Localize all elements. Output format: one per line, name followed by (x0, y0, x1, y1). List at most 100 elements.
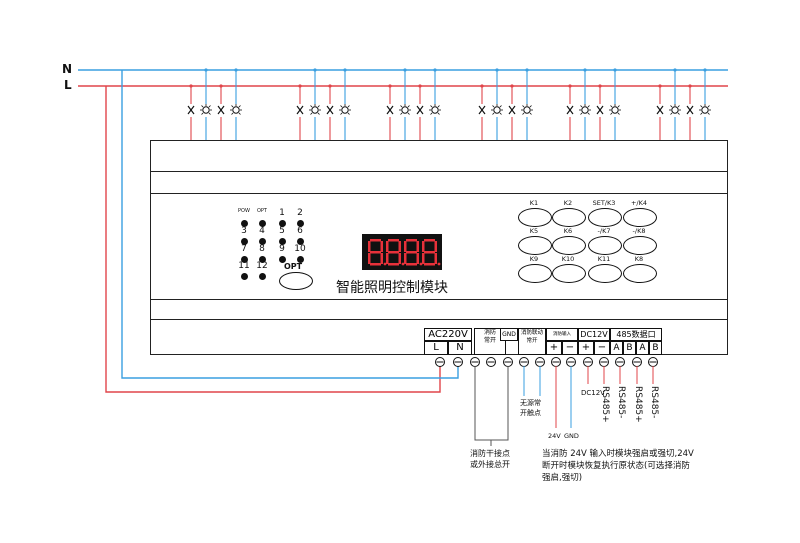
status-led-icon (297, 256, 304, 263)
keypad-key-button[interactable] (588, 264, 622, 283)
terminal-screw (453, 357, 463, 367)
segment-display (362, 234, 442, 270)
bus-junction (403, 68, 407, 72)
bus-junction (583, 68, 587, 72)
key-label: SET/K3 (592, 199, 616, 207)
status-led-icon (259, 273, 266, 280)
keypad-key-button[interactable] (623, 264, 657, 283)
status-led-icon (241, 273, 248, 280)
terminal-screw (470, 357, 480, 367)
led-label: 10 (294, 244, 306, 254)
keypad-key-button[interactable] (588, 236, 622, 255)
rs485-plus-label-2: RS485+ (633, 386, 643, 423)
bus-junction (688, 84, 692, 88)
status-led-icon (259, 256, 266, 263)
keypad-key-button[interactable] (552, 208, 586, 227)
dry-contact-note: 消防干接点 或外接总开 (470, 449, 510, 469)
bus-junction (568, 84, 572, 88)
terminal-screw (648, 357, 658, 367)
key-label: K1 (529, 199, 539, 207)
lamp-icon (309, 104, 321, 115)
keypad-key-button[interactable] (518, 208, 552, 227)
status-led-icon (259, 220, 266, 227)
keypad-key-button[interactable] (518, 236, 552, 255)
terminal-screw (632, 357, 642, 367)
terminal-screw (583, 357, 593, 367)
bus-junction (219, 84, 223, 88)
dc12v-header: DC12V (578, 328, 610, 341)
rs485-plus-label-1: RS485+ (600, 386, 610, 423)
ac-l-cell: L (424, 341, 448, 355)
status-led-icon (279, 220, 286, 227)
l-feed-wire (105, 86, 441, 393)
rs485-a1-cell: A (610, 341, 623, 355)
bus-junction (234, 68, 238, 72)
module-divider-top (151, 171, 727, 172)
dry-contact-wire (474, 366, 509, 441)
module-divider-upper (151, 193, 727, 194)
lamp-icon (200, 104, 212, 115)
lamp-icon (579, 104, 591, 115)
bus-junction (313, 68, 317, 72)
ac-n-cell: N (448, 341, 472, 355)
opt-button[interactable] (279, 272, 313, 290)
lamp-icon (669, 104, 681, 115)
rs485-b1-cell: B (623, 341, 636, 355)
key-label: +/K4 (630, 199, 648, 207)
led-label: 6 (297, 226, 303, 236)
l-bus-label: L (64, 78, 72, 92)
segment-digits (368, 239, 441, 266)
dc12v-label: DC12V (581, 389, 605, 397)
opt-button-label: OPT (284, 262, 303, 271)
keypad-key-button[interactable] (552, 264, 586, 283)
switch-icon (478, 105, 486, 115)
keypad-key-button[interactable] (623, 236, 657, 255)
rs485-b2-cell: B (649, 341, 662, 355)
bus-junction (673, 68, 677, 72)
gnd-label: GND (564, 432, 579, 440)
led-label: 7 (241, 244, 247, 254)
switch-icon (416, 105, 424, 115)
rs485-header: 485数据口 (610, 328, 662, 341)
fire-linkage-note: 当消防 24V 输入时模块强启或强切,24V 断开时模块恢复执行原状态(可选择消… (542, 449, 694, 483)
key-label: -/K7 (597, 227, 611, 235)
bus-junction (388, 84, 392, 88)
keypad-key-button[interactable] (588, 208, 622, 227)
gnd-header: GND (500, 328, 518, 341)
led-label: 2 (297, 208, 303, 218)
lamp-icon (339, 104, 351, 115)
switch-icon (566, 105, 574, 115)
key-label: K8 (634, 255, 644, 263)
switch-icon (296, 105, 304, 115)
status-led-icon (279, 238, 286, 245)
key-label: K5 (529, 227, 539, 235)
lamp-icon (491, 104, 503, 115)
bus-junction (613, 68, 617, 72)
terminal-screw (535, 357, 545, 367)
bus-junction (658, 84, 662, 88)
bus-junction (204, 68, 208, 72)
led-label: 9 (279, 244, 285, 254)
n-bus-label: N (62, 62, 73, 76)
rs485-a2-cell: A (636, 341, 649, 355)
led-label: 11 (238, 261, 250, 271)
v24-label: 24V (548, 432, 561, 440)
rs485-minus-label-1: RS485- (616, 386, 626, 419)
terminal-screw (486, 357, 496, 367)
switch-icon (386, 105, 394, 115)
terminal-screw (435, 357, 445, 367)
dc12-minus-cell: − (594, 341, 610, 355)
keypad-key-button[interactable] (518, 264, 552, 283)
bus-junction (598, 84, 602, 88)
led-label: 1 (279, 208, 285, 218)
keypad-key-button[interactable] (623, 208, 657, 227)
bus-junction (328, 84, 332, 88)
status-led-icon (259, 238, 266, 245)
lamp-icon (609, 104, 621, 115)
led-label: POW (238, 208, 250, 214)
lamp-icon (699, 104, 711, 115)
keypad-key-button[interactable] (552, 236, 586, 255)
fire24-plus-cell: + (546, 341, 562, 355)
bus-junction (343, 68, 347, 72)
terminal-screw (503, 357, 513, 367)
